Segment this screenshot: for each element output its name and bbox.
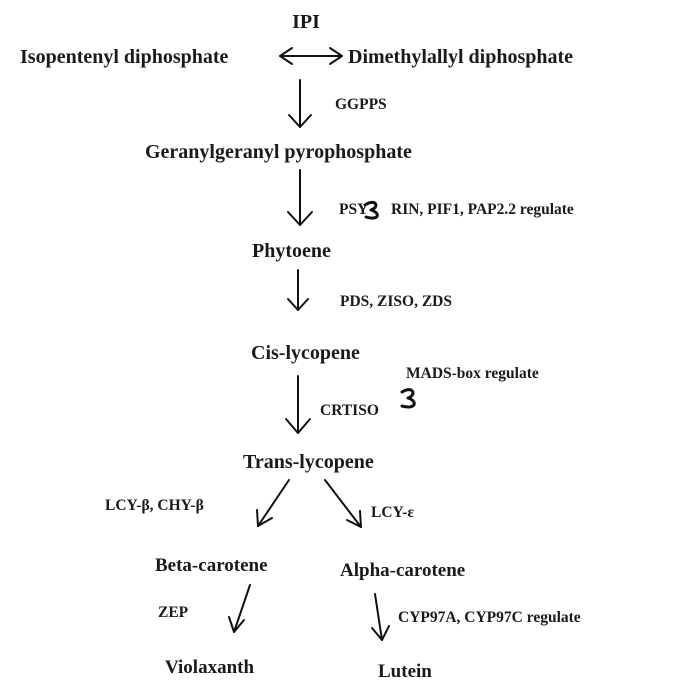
cyp97-regulators-label: CYP97A, CYP97C regulate	[398, 609, 581, 626]
psy-regulators-label: RIN, PIF1, PAP2.2 regulate	[391, 201, 574, 218]
alpha-carotene-label: Alpha-carotene	[340, 560, 465, 581]
lcy-beta-chy-beta-enzyme-label: LCY-β, CHY-β	[105, 497, 204, 514]
lcy-epsilon-enzyme-label: LCY-ε	[371, 504, 414, 521]
arrow-to-alpha-carotene	[324, 479, 362, 528]
trans-lycopene-label: Trans-lycopene	[243, 451, 374, 473]
arrow-to-lutein	[371, 593, 390, 641]
arrow-pds	[287, 269, 309, 311]
arrow-ggpps	[288, 79, 312, 128]
mads-box-regulator-label: MADS-box regulate	[406, 365, 539, 382]
beta-carotene-label: Beta-carotene	[155, 555, 268, 576]
regulation-curl-icon-mads	[400, 388, 416, 409]
zep-enzyme-label: ZEP	[158, 604, 189, 621]
ggpps-enzyme-label: GGPPS	[335, 96, 387, 113]
phytoene-label: Phytoene	[252, 240, 331, 262]
violaxanthin-label: Violaxanth	[165, 657, 254, 678]
regulation-curl-icon-psy	[363, 200, 379, 220]
lutein-label: Lutein	[378, 661, 432, 682]
ggpp-label: Geranylgeranyl pyrophosphate	[145, 141, 412, 163]
cis-lycopene-label: Cis-lycopene	[251, 342, 360, 364]
crtiso-enzyme-label: CRTISO	[320, 402, 379, 419]
dimethylallyl-diphosphate-label: Dimethylallyl diphosphate	[348, 46, 573, 68]
ipi-label: IPI	[292, 11, 320, 33]
arrow-to-beta-carotene	[256, 479, 290, 527]
arrow-crtiso	[285, 375, 311, 434]
arrow-psy	[287, 169, 313, 226]
arrow-to-violaxanthin	[228, 584, 251, 633]
psy-enzyme-label: PSY	[339, 201, 368, 218]
isopentenyl-diphosphate-label: Isopentenyl diphosphate	[20, 46, 229, 68]
pds-ziso-zds-enzyme-label: PDS, ZISO, ZDS	[340, 293, 452, 310]
bidirectional-arrow	[279, 47, 343, 65]
